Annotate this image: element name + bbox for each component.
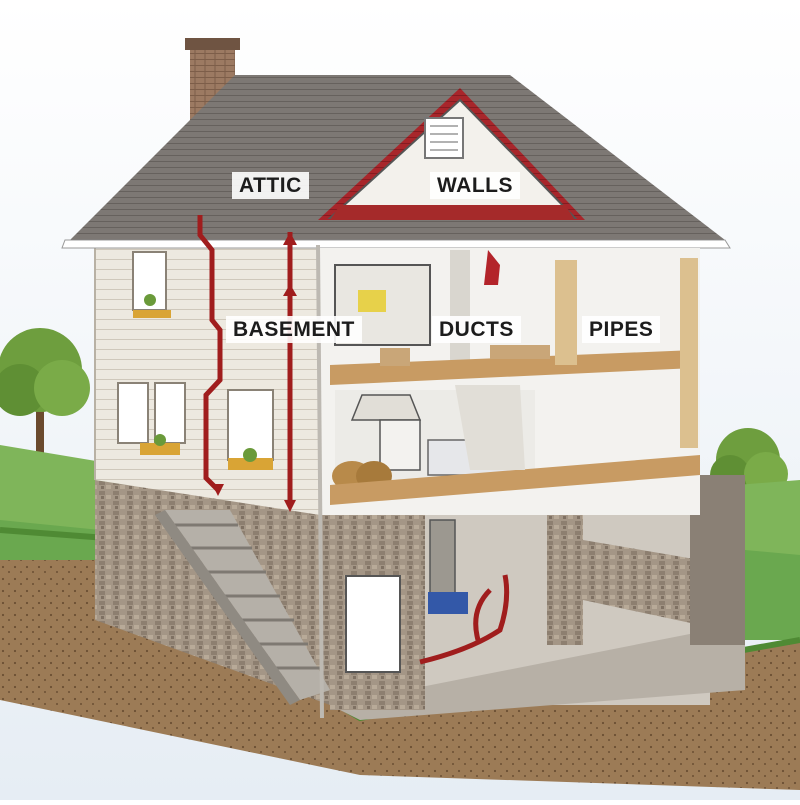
label-ducts: DUCTS	[432, 316, 521, 344]
left-exterior-wall	[94, 240, 320, 515]
basement-door	[345, 575, 401, 673]
window-left-2	[154, 382, 186, 444]
pipe-arrow-down	[284, 500, 296, 512]
pipe-arrow-left	[212, 484, 224, 496]
pipe-system	[197, 215, 510, 665]
label-walls: WALLS	[430, 172, 520, 200]
label-basement: BASEMENT	[226, 316, 362, 344]
label-pipes: PIPES	[582, 316, 661, 344]
label-attic: ATTIC	[232, 172, 309, 200]
basement-stairs	[155, 510, 330, 705]
interior-cutaway	[320, 248, 700, 515]
pipe-arrow-mid	[283, 284, 297, 296]
wall-lamp	[484, 250, 500, 285]
pipe-arrow-up	[283, 232, 297, 245]
tree-left	[0, 328, 90, 470]
window-left-1	[117, 382, 149, 444]
gable-vent	[424, 117, 464, 159]
pump	[428, 592, 468, 614]
basement-foundation	[95, 475, 745, 720]
water-heater	[429, 519, 456, 601]
